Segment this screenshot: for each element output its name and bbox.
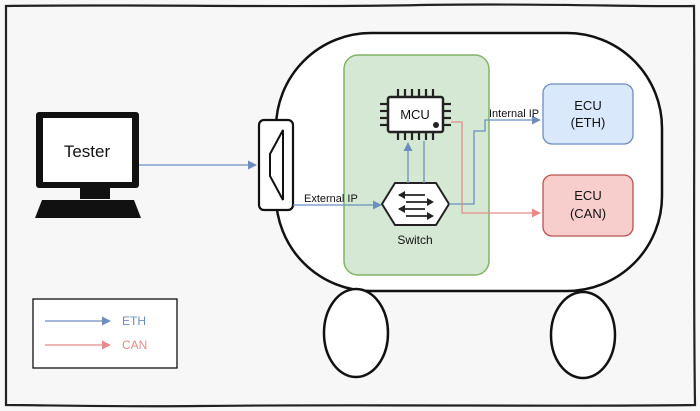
eth-link-internal-ip <box>449 115 541 205</box>
legend-can-label: CAN <box>122 338 147 352</box>
ecu-can-label-line1: ECU <box>574 188 601 203</box>
switch-label: Switch <box>397 233 432 247</box>
legend-box <box>32 298 178 369</box>
obd-port <box>257 118 295 212</box>
mcu-label: MCU <box>400 107 430 122</box>
switch-icon <box>380 182 451 226</box>
sketch-frame <box>4 3 697 408</box>
ecu-can-box <box>542 174 634 237</box>
mcu-chip-icon <box>380 89 451 140</box>
legend-eth-label: ETH <box>122 314 146 328</box>
tester-label: Tester <box>64 142 111 161</box>
tester-computer-icon <box>35 112 141 218</box>
wheel-left <box>322 287 390 379</box>
ecu-eth-label-line2: (ETH) <box>571 115 606 130</box>
external-ip-label: External IP <box>304 193 358 205</box>
ecu-can-label-line2: (CAN) <box>570 206 606 221</box>
ecu-eth-label-line1: ECU <box>574 98 601 113</box>
can-link-mcu-ecu <box>451 121 541 218</box>
wheel-right <box>549 290 617 380</box>
internal-ip-label: Internal IP <box>489 108 539 120</box>
ecu-eth-box <box>542 83 634 145</box>
